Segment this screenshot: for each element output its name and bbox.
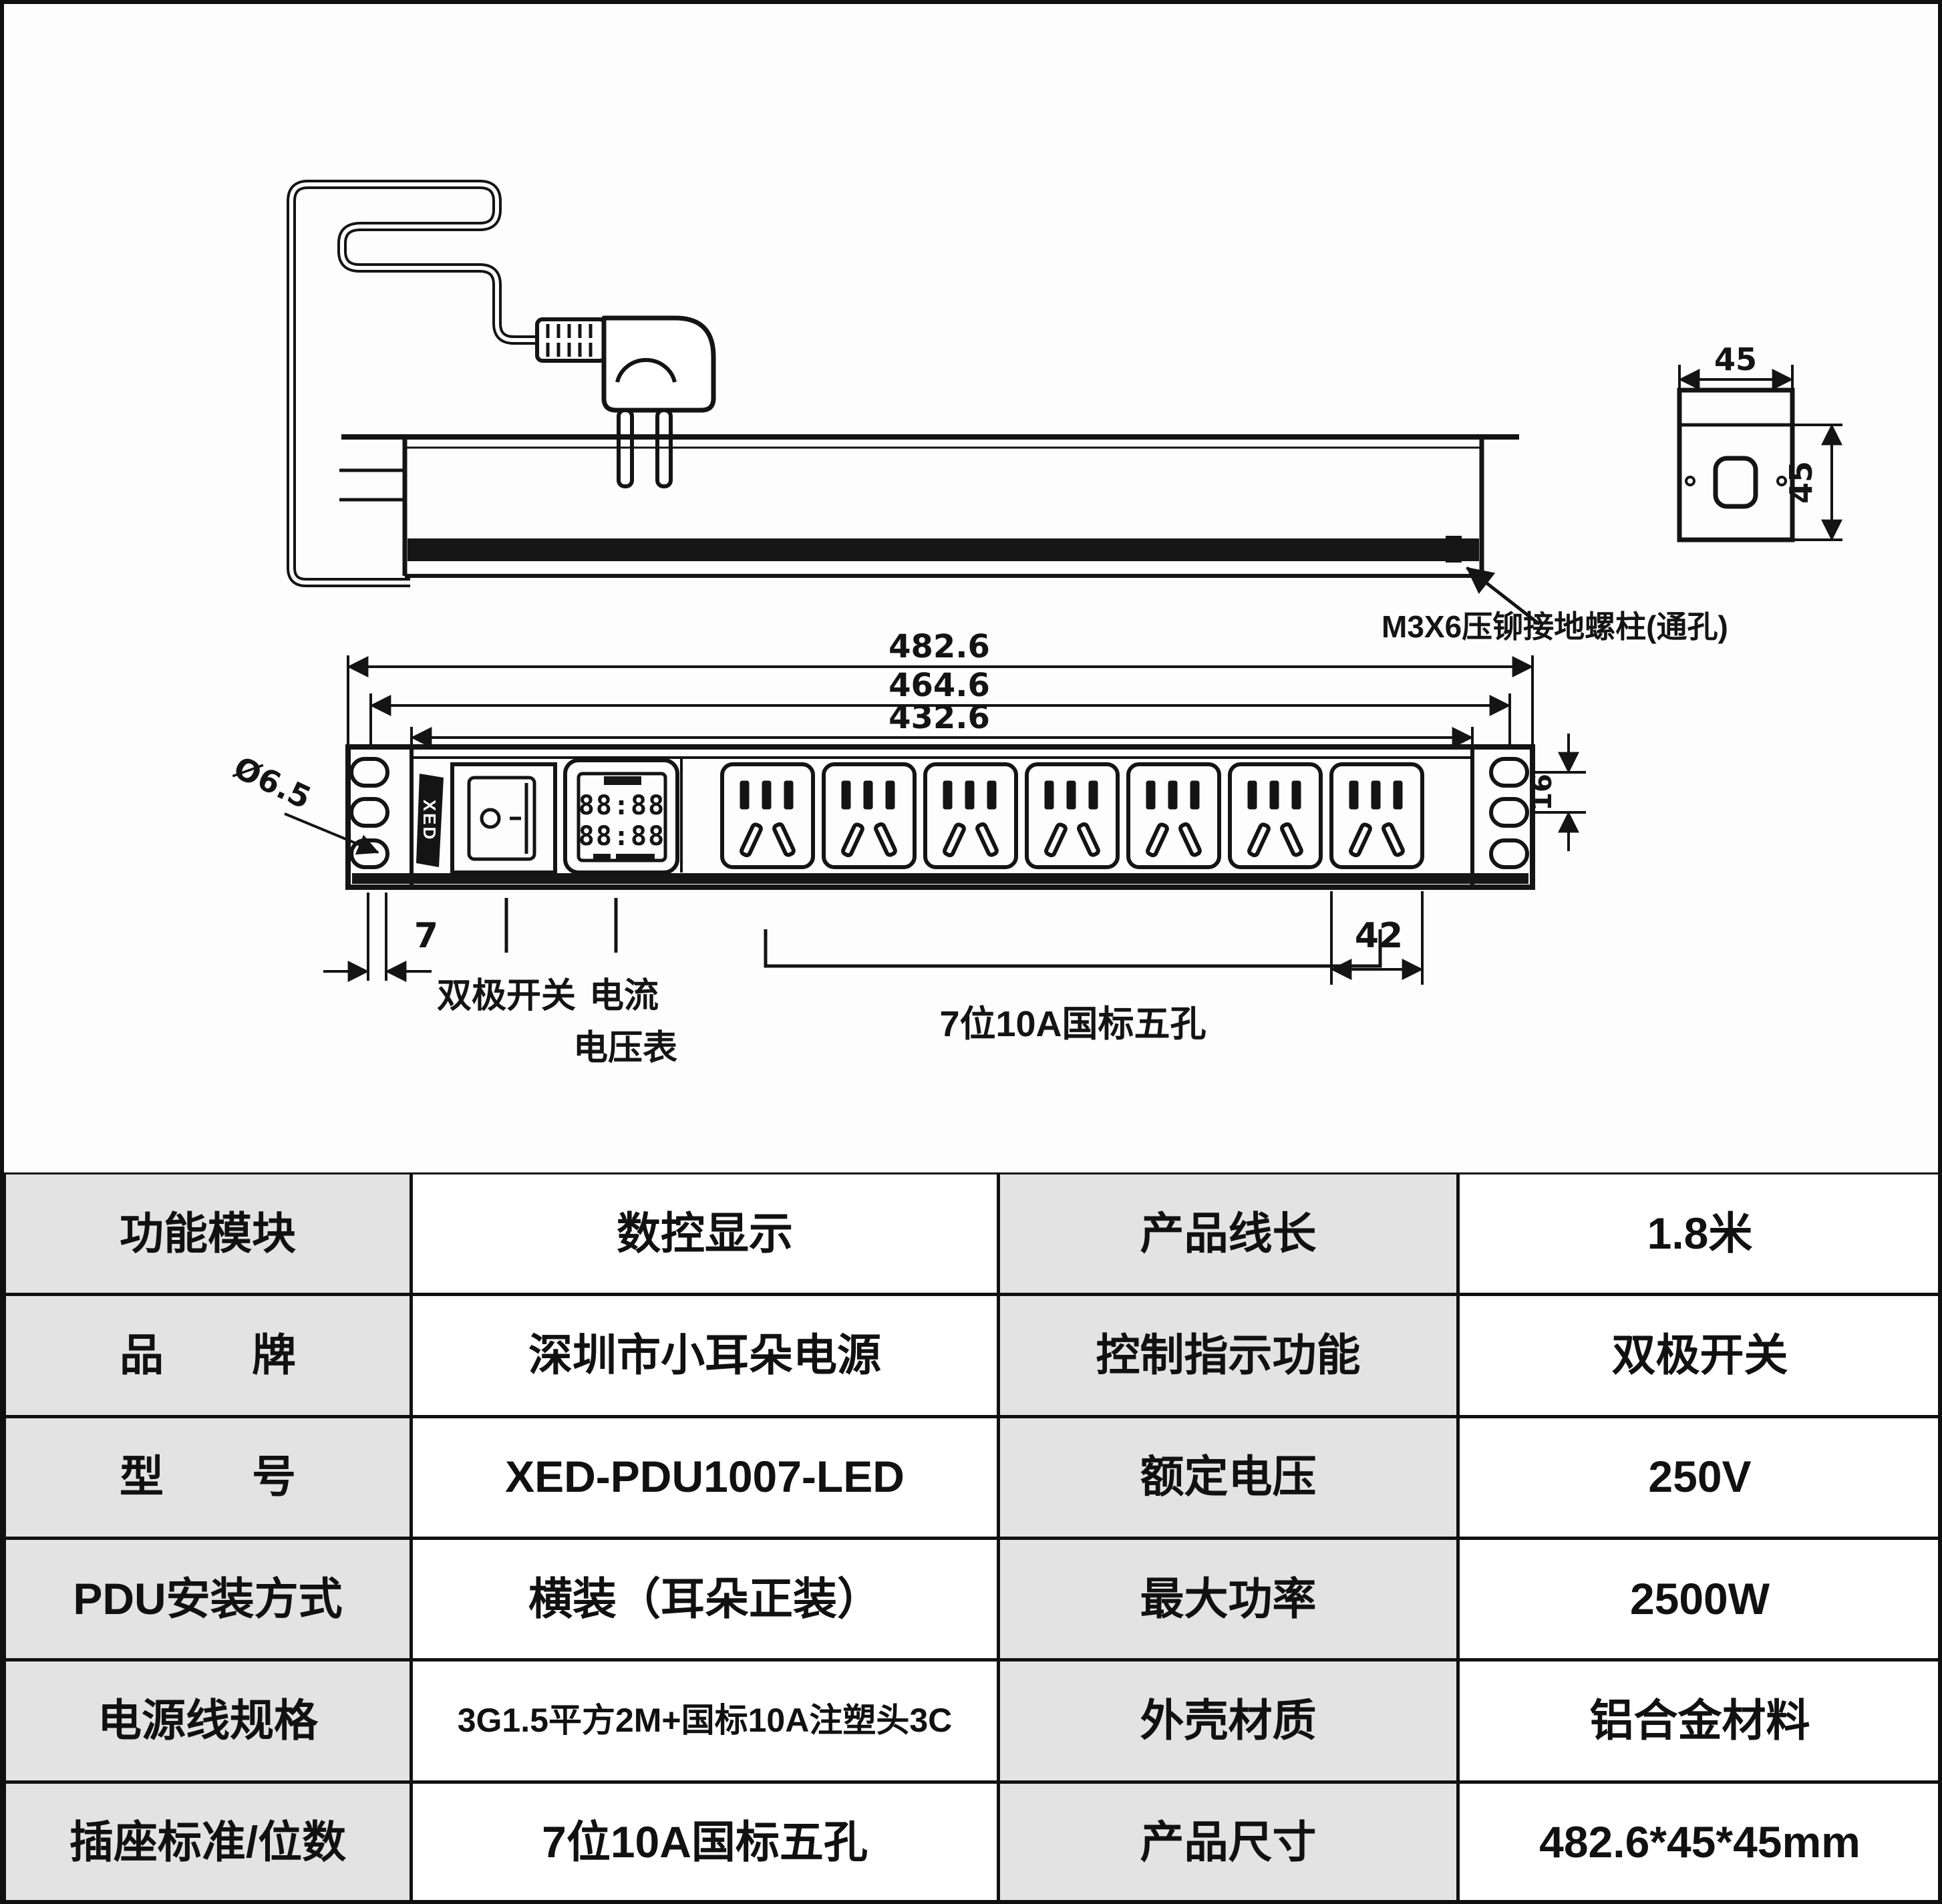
outlet	[1027, 764, 1118, 867]
spec-value: 深圳市小耳朵电源	[413, 1296, 997, 1415]
rocker-switch	[450, 762, 557, 875]
ground-stud-note: M3X6压铆接地螺柱(通孔)	[1382, 567, 1728, 644]
outlet	[925, 764, 1016, 867]
dim-45-top: 45	[1714, 341, 1757, 377]
outlet	[1331, 764, 1422, 867]
dim-45-side: 45	[1783, 461, 1819, 504]
spec-value: XED-PDU1007-LED	[413, 1418, 997, 1537]
spec-label: 产品尺寸	[1000, 1783, 1456, 1900]
spec-label: 插座标准/位数	[6, 1783, 410, 1900]
led-display-row1: 88:88	[579, 790, 665, 821]
spec-label: 品 牌	[6, 1296, 410, 1415]
meter-label-line1: 电流	[589, 977, 659, 1015]
spec-value: 250V	[1460, 1418, 1938, 1537]
outlet	[1128, 764, 1219, 867]
width-dimensions	[347, 655, 1534, 748]
ground-stud	[1446, 536, 1462, 563]
technical-drawing: M3X6压铆接地螺柱(通孔) 45 45	[228, 180, 1842, 1068]
side-view	[339, 434, 1519, 578]
spec-label: 最大功率	[1000, 1539, 1456, 1659]
end-view	[1677, 365, 1842, 542]
led-display-row2: 88:88	[579, 821, 665, 852]
spec-label: 产品线长	[1000, 1174, 1456, 1293]
spec-table: 功能模块 数控显示 产品线长 1.8米 品 牌 深圳市小耳朵电源 控制指示功能 …	[4, 1172, 1938, 1900]
dim-hole-dia: Ø6.5	[228, 750, 317, 816]
spec-value: 1.8米	[1460, 1174, 1938, 1293]
ear-hole-pitch-dim	[1530, 734, 1586, 851]
power-cord	[287, 180, 538, 587]
outlet-row	[722, 764, 1422, 867]
front-view	[345, 744, 1535, 890]
dim-hole-pitch-width: 464.6	[888, 667, 990, 704]
cord-strain-relief	[535, 317, 607, 363]
spec-label: 额定电压	[1000, 1418, 1456, 1537]
dim-ear-hole-pitch: 16	[1527, 774, 1558, 811]
spec-value: 铝合金材料	[1460, 1661, 1938, 1780]
ground-stud-label: M3X6压铆接地螺柱(通孔)	[1382, 609, 1728, 644]
spec-value: 7位10A国标五孔	[413, 1783, 997, 1900]
outlet	[824, 764, 915, 867]
left-ear	[349, 757, 389, 869]
spec-label: 控制指示功能	[1000, 1296, 1456, 1415]
end-view-cutout	[1713, 456, 1758, 509]
outlets-bracket	[764, 929, 1382, 968]
led-meter	[563, 758, 679, 875]
power-plug	[601, 315, 716, 488]
outlets-label: 7位10A国标五孔	[939, 1004, 1206, 1044]
meter-label-line2: 电压表	[573, 1029, 677, 1068]
outlet	[722, 764, 813, 867]
outlet	[1230, 764, 1321, 867]
spec-value: 482.6*45*45mm	[1460, 1783, 1938, 1900]
dim-body-width: 432.6	[888, 699, 990, 736]
spec-value: 数控显示	[413, 1174, 997, 1293]
spec-value: 3G1.5平方2M+国标10A注塑头3C	[413, 1661, 997, 1780]
dim-ear-offset: 7	[414, 916, 438, 956]
switch-label: 双极开关	[437, 977, 576, 1015]
spec-label: 外壳材质	[1000, 1661, 1456, 1780]
dim-overall-width: 482.6	[888, 628, 990, 665]
spec-label: 功能模块	[6, 1174, 410, 1293]
spec-label: 电源线规格	[6, 1661, 410, 1780]
spec-value: 双极开关	[1460, 1296, 1938, 1415]
spec-value: 横装（耳朵正装）	[413, 1539, 997, 1659]
right-ear	[1489, 757, 1529, 869]
brand-logo	[416, 774, 444, 867]
ear-offset-dim	[323, 893, 432, 982]
outlet-pitch-dim	[1330, 891, 1424, 985]
spec-value: 2500W	[1460, 1539, 1938, 1659]
brand-logo-text: XED	[420, 800, 440, 841]
spec-label: PDU安装方式	[6, 1539, 410, 1659]
spec-label: 型 号	[6, 1418, 410, 1537]
